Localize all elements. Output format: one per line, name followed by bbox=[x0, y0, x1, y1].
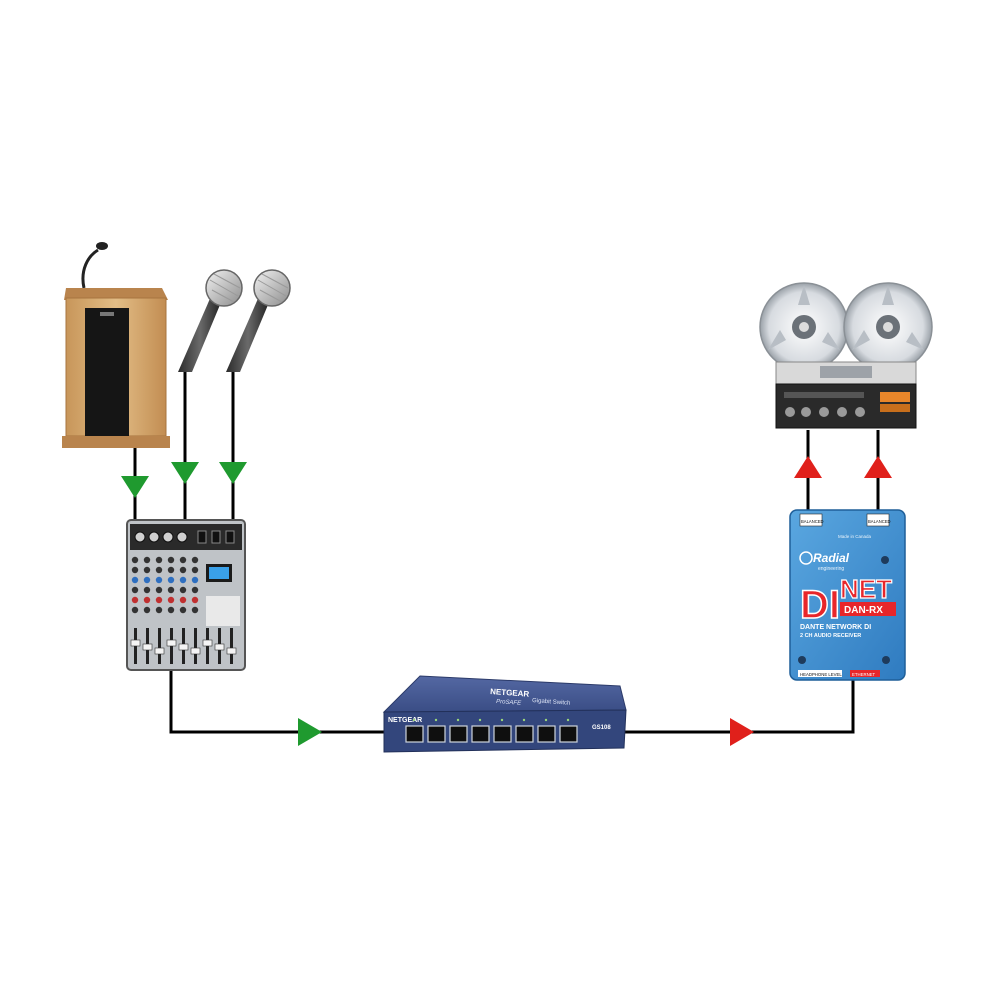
reel-right bbox=[844, 283, 932, 371]
arrow-di-tape-left bbox=[794, 456, 822, 478]
dante-di-icon: BALANCED BALANCED Made in Canada Radial … bbox=[790, 510, 905, 680]
di-brand-sub: engineering bbox=[818, 566, 844, 572]
ethernet-port bbox=[560, 726, 577, 742]
network-switch-icon: NETGEAR ProSAFE Gigabit Switch NETGEAR G… bbox=[384, 676, 626, 752]
switch-front-brand: NETGEAR bbox=[388, 717, 422, 724]
reel-left bbox=[760, 283, 848, 371]
arrow-di-tape-right bbox=[864, 456, 892, 478]
ethernet-port bbox=[494, 726, 511, 742]
podium-icon bbox=[62, 242, 170, 448]
ethernet-port bbox=[450, 726, 467, 742]
arrow-mic2-mixer bbox=[219, 462, 247, 484]
di-port-ethernet: ETHERNET bbox=[852, 672, 876, 677]
ethernet-port bbox=[406, 726, 423, 742]
di-model: DAN-RX bbox=[844, 605, 883, 616]
reel-to-reel-recorder-icon bbox=[760, 283, 932, 428]
di-port-headphone: HEADPHONE LEVEL bbox=[800, 672, 842, 677]
wires bbox=[135, 370, 878, 732]
di-line1: DANTE NETWORK DI bbox=[800, 624, 871, 631]
ethernet-port bbox=[516, 726, 533, 742]
arrow-mic1-mixer bbox=[171, 462, 199, 484]
arrow-podium-mixer bbox=[121, 476, 149, 498]
di-out-left-label: BALANCED bbox=[801, 519, 824, 524]
di-name-net: NET bbox=[840, 574, 892, 604]
switch-model: GS108 bbox=[592, 725, 611, 731]
wire-mixer-switch bbox=[171, 670, 390, 732]
microphone-1 bbox=[178, 270, 242, 372]
di-name-di: DI bbox=[800, 583, 840, 627]
ethernet-port bbox=[472, 726, 489, 742]
di-line2: 2 CH AUDIO RECEIVER bbox=[800, 633, 861, 639]
ethernet-port bbox=[538, 726, 555, 742]
ethernet-port bbox=[428, 726, 445, 742]
microphone-icon bbox=[178, 270, 242, 372]
di-brand: Radial bbox=[813, 551, 850, 565]
di-made-in: Made in Canada bbox=[838, 534, 872, 539]
arrow-switch-di bbox=[730, 718, 754, 746]
mixer-icon bbox=[127, 520, 245, 670]
di-out-right-label: BALANCED bbox=[868, 519, 891, 524]
arrow-mixer-switch bbox=[298, 718, 322, 746]
